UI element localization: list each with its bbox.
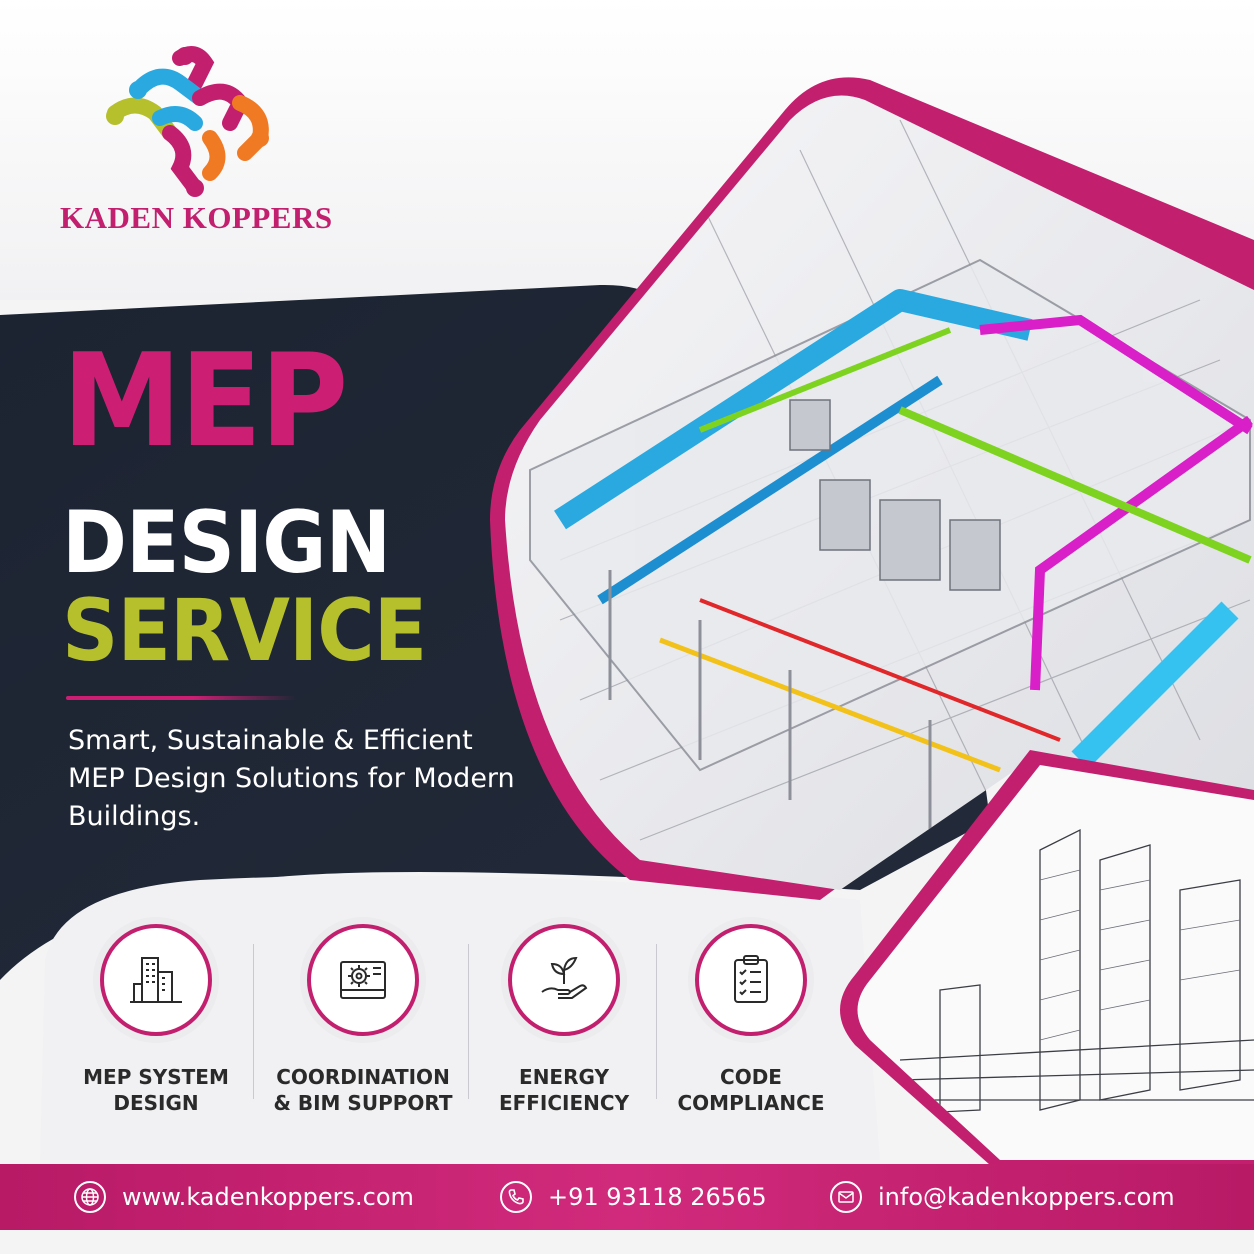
- feature-code-compliance: CODE COMPLIANCE: [651, 918, 851, 1116]
- footer-bottom-strip: [0, 1230, 1254, 1254]
- feature-label-line1: COORDINATION: [276, 1065, 450, 1089]
- phone-number[interactable]: +91 93118 26565: [548, 1183, 767, 1211]
- checklist-icon: [695, 924, 807, 1036]
- website-link[interactable]: www.kadenkoppers.com: [122, 1183, 414, 1211]
- contact-footer: [0, 1164, 1254, 1230]
- features-card: [40, 875, 880, 1160]
- feature-label-line1: MEP SYSTEM: [83, 1065, 229, 1089]
- feature-label-line1: ENERGY: [519, 1065, 609, 1089]
- feature-label-line1: CODE: [720, 1065, 782, 1089]
- phone-icon: [500, 1181, 532, 1213]
- email-contact[interactable]: info@kadenkoppers.com: [830, 1178, 1175, 1216]
- envelope-icon: [830, 1181, 862, 1213]
- plant-hand-icon: [508, 924, 620, 1036]
- headline-service: SERVICE: [62, 581, 427, 681]
- gear-blueprint-icon: [307, 924, 419, 1036]
- feature-label-line2: & BIM SUPPORT: [273, 1091, 453, 1115]
- globe-icon: [74, 1181, 106, 1213]
- phone-contact[interactable]: +91 93118 26565: [500, 1178, 767, 1216]
- website-contact[interactable]: www.kadenkoppers.com: [74, 1178, 414, 1216]
- brand-name: KADEN KOPPERS: [60, 200, 333, 235]
- feature-label-line2: COMPLIANCE: [677, 1091, 825, 1115]
- email-address[interactable]: info@kadenkoppers.com: [878, 1183, 1175, 1211]
- feature-coordination-bim: COORDINATION & BIM SUPPORT: [263, 918, 463, 1116]
- feature-mep-system-design: MEP SYSTEM DESIGN: [56, 918, 256, 1116]
- feature-divider: [656, 944, 657, 1099]
- tagline: Smart, Sustainable & Efficient MEP Desig…: [68, 725, 515, 832]
- headline-design: DESIGN: [62, 493, 391, 593]
- feature-label-line2: DESIGN: [113, 1091, 199, 1115]
- feature-label-line2: EFFICIENCY: [498, 1091, 630, 1115]
- buildings-icon: [100, 924, 212, 1036]
- headline-mep: MEP: [62, 327, 348, 476]
- feature-energy-efficiency: ENERGY EFFICIENCY: [464, 918, 664, 1116]
- headline-underline: [66, 696, 296, 700]
- brand-logo: [106, 46, 269, 197]
- feature-divider: [253, 944, 254, 1099]
- feature-divider: [468, 944, 469, 1099]
